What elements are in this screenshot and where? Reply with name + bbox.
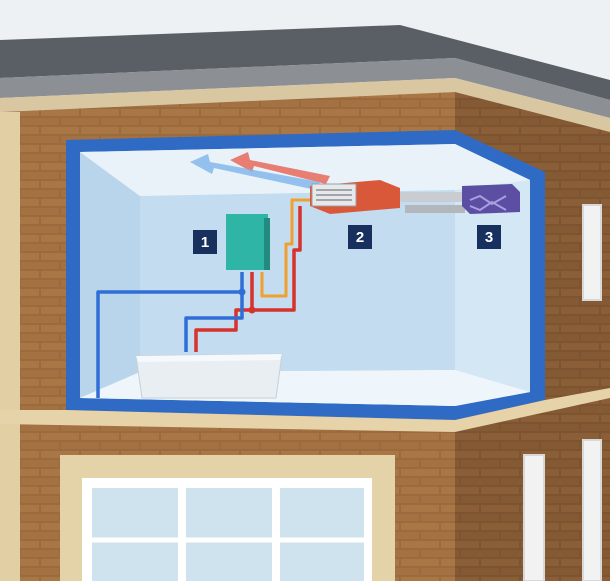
water-heater xyxy=(226,214,270,270)
bathtub xyxy=(135,353,283,399)
marker-2: 2 xyxy=(348,225,372,249)
marker-3: 3 xyxy=(477,225,501,249)
cool-air-arrow xyxy=(190,154,320,190)
cold-water-pipe xyxy=(96,272,244,398)
side-windows-lower xyxy=(523,439,602,581)
pipes xyxy=(96,198,310,398)
front-window xyxy=(60,455,395,581)
indoor-ac-unit xyxy=(310,180,400,214)
roof xyxy=(0,25,610,132)
ventilation-exchanger xyxy=(462,184,520,214)
warm-air-arrow xyxy=(230,152,330,184)
marker-1: 1 xyxy=(193,230,217,254)
side-window-upper xyxy=(582,204,602,301)
corner-trim xyxy=(0,112,20,581)
gas-pipe xyxy=(260,198,310,298)
ventilation-duct xyxy=(395,192,465,213)
floor-band xyxy=(0,388,610,432)
hot-water-pipe xyxy=(194,206,302,352)
airflow-arrows xyxy=(190,152,330,190)
